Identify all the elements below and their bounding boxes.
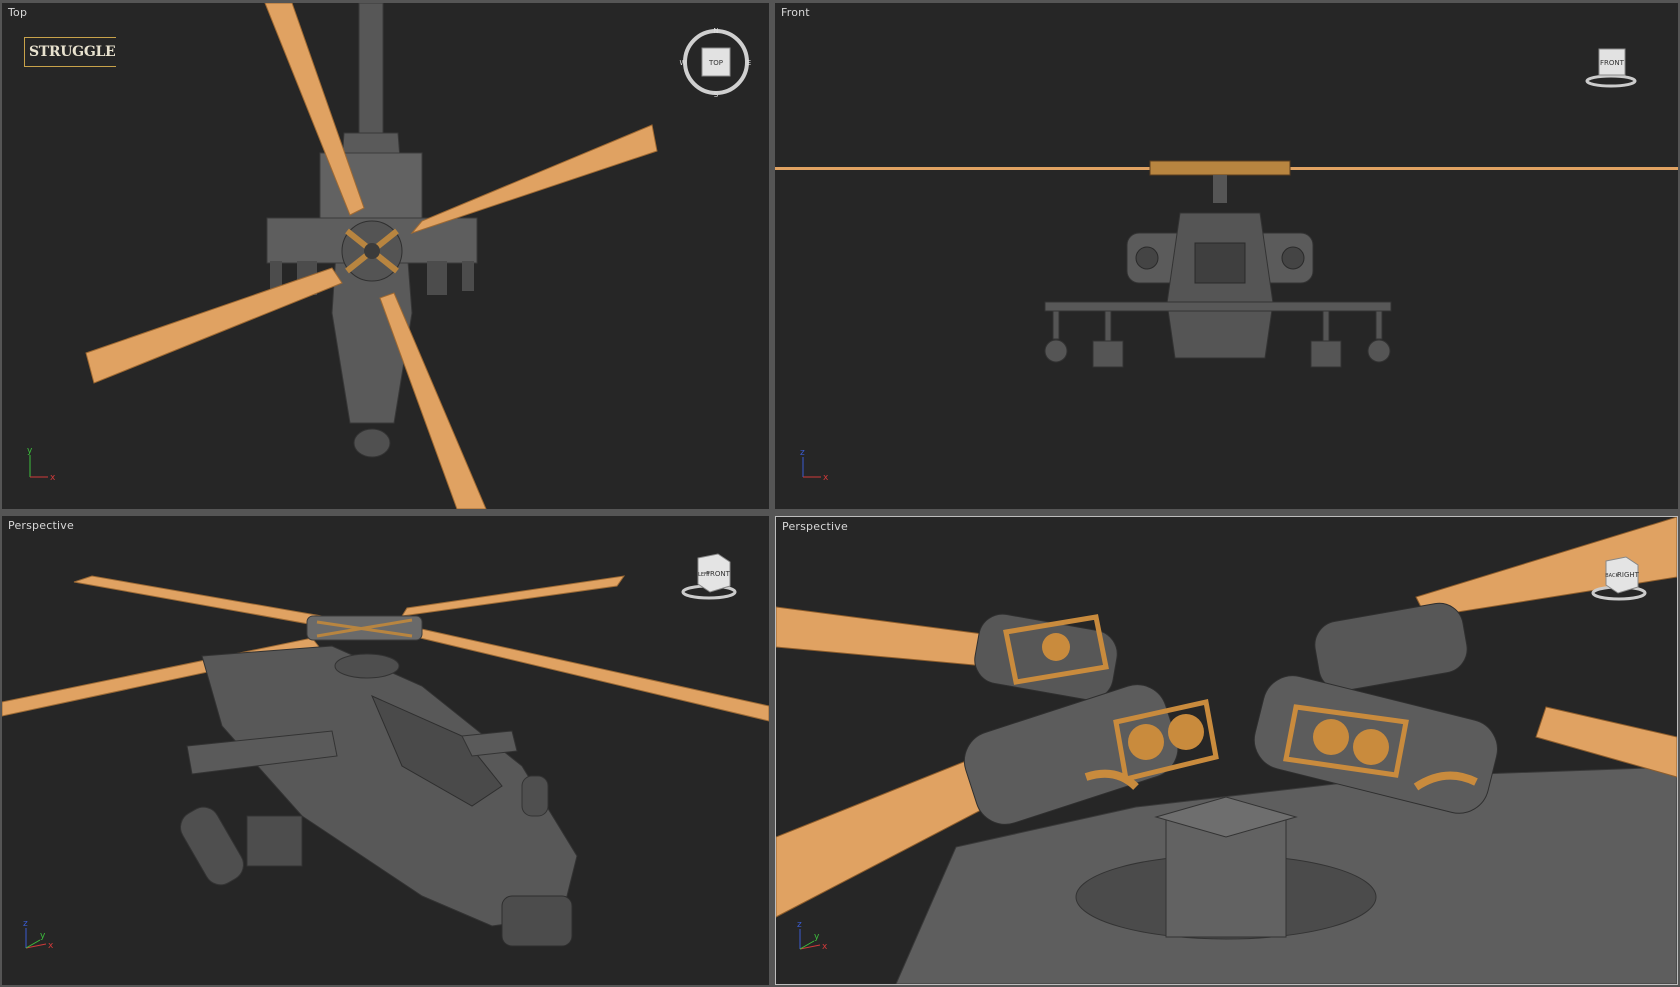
viewport-label[interactable]: Top xyxy=(8,6,28,19)
viewport-label[interactable]: Perspective xyxy=(8,519,74,532)
viewport-label[interactable]: Perspective xyxy=(782,520,848,533)
svg-text:z: z xyxy=(23,919,28,929)
missile-rack xyxy=(246,815,303,867)
perspective-helicopter xyxy=(2,575,769,947)
front-view-helicopter xyxy=(775,160,1678,368)
svg-text:x: x xyxy=(822,942,828,952)
svg-text:z: z xyxy=(800,448,805,458)
viewport-label[interactable]: Front xyxy=(781,6,810,19)
axis-tripod-icon: z x y xyxy=(23,919,54,951)
hub-brackets xyxy=(1003,614,1409,783)
viewcube-icon[interactable]: FRONT xyxy=(1583,41,1639,91)
svg-text:y: y xyxy=(814,932,820,942)
stub-wing-left xyxy=(186,730,338,775)
svg-text:W: W xyxy=(680,59,687,67)
brand-logo: STRUGGLE xyxy=(24,37,116,67)
cockpit-canopy xyxy=(371,695,503,807)
svg-text:x: x xyxy=(48,941,54,951)
cube-face-label: TOP xyxy=(708,59,723,67)
stub-wing-bar xyxy=(1044,301,1392,312)
svg-text:LEFT: LEFT xyxy=(698,572,711,578)
main-rotor-blades xyxy=(776,517,1677,918)
svg-text:RIGHT: RIGHT xyxy=(1617,571,1640,579)
rocket-pod xyxy=(180,806,244,886)
rotor-hub-closeup xyxy=(776,517,1677,984)
rotor-hub-front xyxy=(1149,160,1291,176)
pylon-left-outer xyxy=(270,261,282,291)
bracket-bolts xyxy=(1042,633,1389,765)
svg-text:BACK: BACK xyxy=(1605,573,1619,579)
viewport-perspective-2[interactable]: RIGHT BACK z x y Perspective xyxy=(775,516,1678,985)
nose-turret xyxy=(501,895,573,947)
svg-text:FRONT: FRONT xyxy=(1600,59,1625,67)
svg-text:x: x xyxy=(823,473,829,483)
hub-center xyxy=(364,243,380,259)
rotor-mast xyxy=(1213,175,1227,203)
viewcube-icon[interactable]: TOP N E S W xyxy=(679,25,753,99)
axis-tripod-icon: y x xyxy=(27,446,56,483)
rocket-pod-right xyxy=(521,775,549,817)
svg-text:N: N xyxy=(713,27,718,35)
viewport-front[interactable]: FRONT z x Front xyxy=(775,3,1678,509)
pylon-right-inner xyxy=(427,261,447,295)
svg-text:z: z xyxy=(797,920,802,930)
mast-base xyxy=(334,653,400,679)
nose-sensor xyxy=(353,428,391,458)
svg-text:x: x xyxy=(50,473,56,483)
viewcube-icon[interactable]: FRONT LEFT xyxy=(678,548,740,604)
svg-text:S: S xyxy=(714,91,719,99)
pylon-right-outer xyxy=(462,261,474,291)
viewport-perspective-1[interactable]: FRONT LEFT z x y Perspective xyxy=(2,516,769,985)
svg-text:y: y xyxy=(27,446,33,456)
fuselage xyxy=(201,645,578,927)
cockpit-window xyxy=(1194,242,1246,284)
fuselage-front xyxy=(1166,212,1274,359)
stub-wing-right xyxy=(461,730,518,757)
viewcube-icon[interactable]: RIGHT BACK xyxy=(1588,549,1650,605)
svg-text:FRONT: FRONT xyxy=(706,570,731,578)
axis-tripod-icon: z x y xyxy=(797,920,828,952)
axis-tripod-icon: z x xyxy=(800,448,829,483)
svg-text:E: E xyxy=(747,59,751,67)
tail-boom xyxy=(358,3,384,134)
top-view-helicopter xyxy=(85,3,658,509)
svg-text:y: y xyxy=(40,931,46,941)
main-rotor-blades xyxy=(85,3,658,509)
viewport-top[interactable]: STRUGGLE TOP N E S W y x Top xyxy=(2,3,769,509)
weapon-stores xyxy=(1044,310,1391,368)
